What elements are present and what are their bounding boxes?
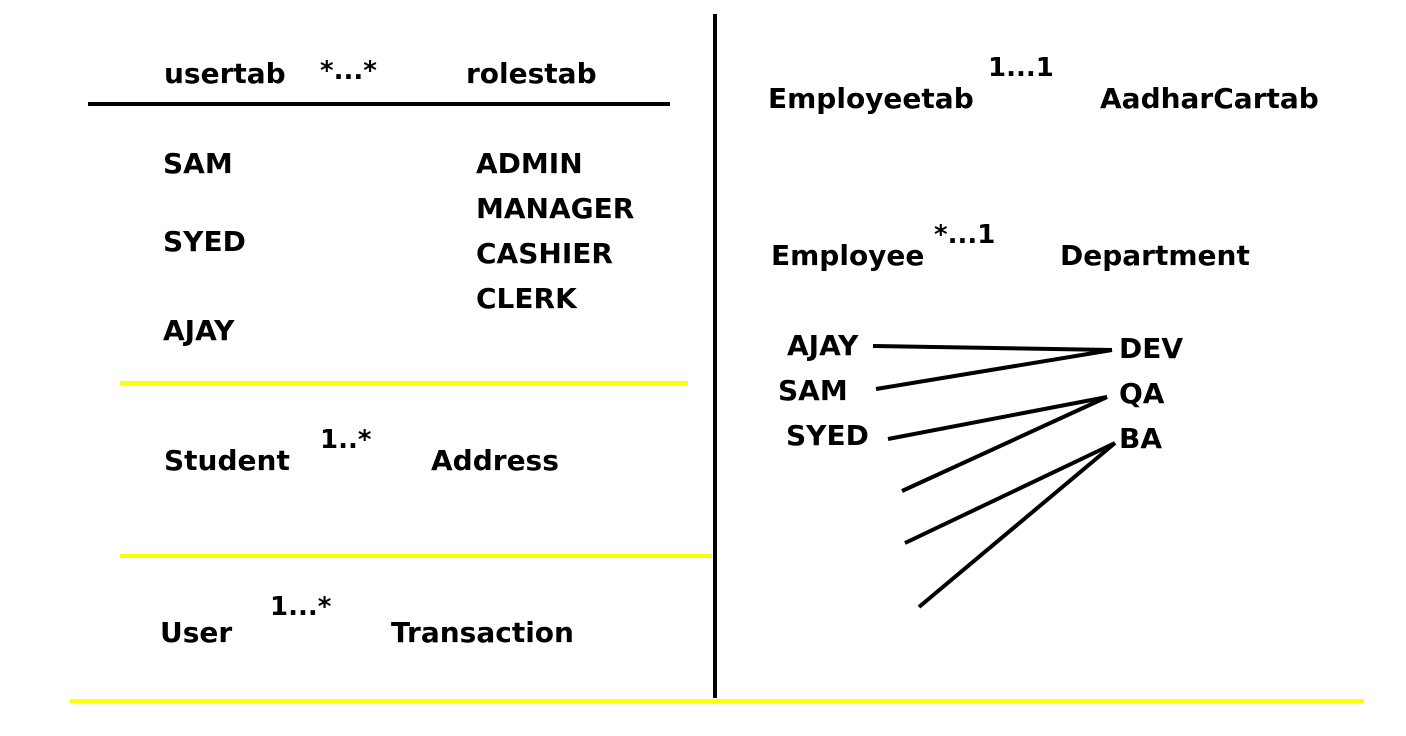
employee-syed: SYED (786, 419, 869, 452)
connector-ajay-dev (872, 344, 1113, 352)
connector-syed-qa (887, 395, 1108, 441)
user-syed: SYED (163, 225, 246, 258)
user-transaction-multiplicity: 1...* (270, 592, 332, 622)
aadharcartab-label: AadharCartab (1100, 82, 1319, 115)
connector-extra-qa (901, 395, 1108, 493)
employee-ajay: AJAY (787, 329, 859, 362)
one-to-one-multiplicity: 1...1 (988, 53, 1054, 83)
transaction-label: Transaction (391, 616, 574, 649)
user-sam: SAM (163, 147, 233, 180)
employee-label: Employee (771, 239, 925, 272)
user-ajay: AJAY (163, 314, 235, 347)
role-clerk: CLERK (476, 282, 577, 315)
role-manager: MANAGER (476, 192, 635, 225)
department-qa: QA (1119, 377, 1165, 410)
rolestab-label: rolestab (466, 57, 597, 90)
many-to-many-multiplicity: *...* (320, 56, 377, 86)
student-label: Student (164, 444, 290, 477)
employee-sam: SAM (778, 374, 848, 407)
student-address-multiplicity: 1..* (320, 425, 372, 455)
many-to-one-multiplicity: *...1 (934, 220, 996, 250)
user-label: User (160, 616, 233, 649)
address-label: Address (431, 444, 559, 477)
connector-extra-ba-1 (904, 441, 1116, 545)
department-label: Department (1060, 239, 1250, 272)
usertab-label: usertab (164, 57, 286, 90)
role-cashier: CASHIER (476, 237, 613, 270)
role-admin: ADMIN (476, 147, 583, 180)
connector-sam-dev (875, 348, 1113, 391)
department-ba: BA (1119, 422, 1163, 455)
department-dev: DEV (1119, 332, 1184, 365)
employeetab-label: Employeetab (768, 82, 974, 115)
connector-extra-ba-2 (917, 441, 1117, 609)
